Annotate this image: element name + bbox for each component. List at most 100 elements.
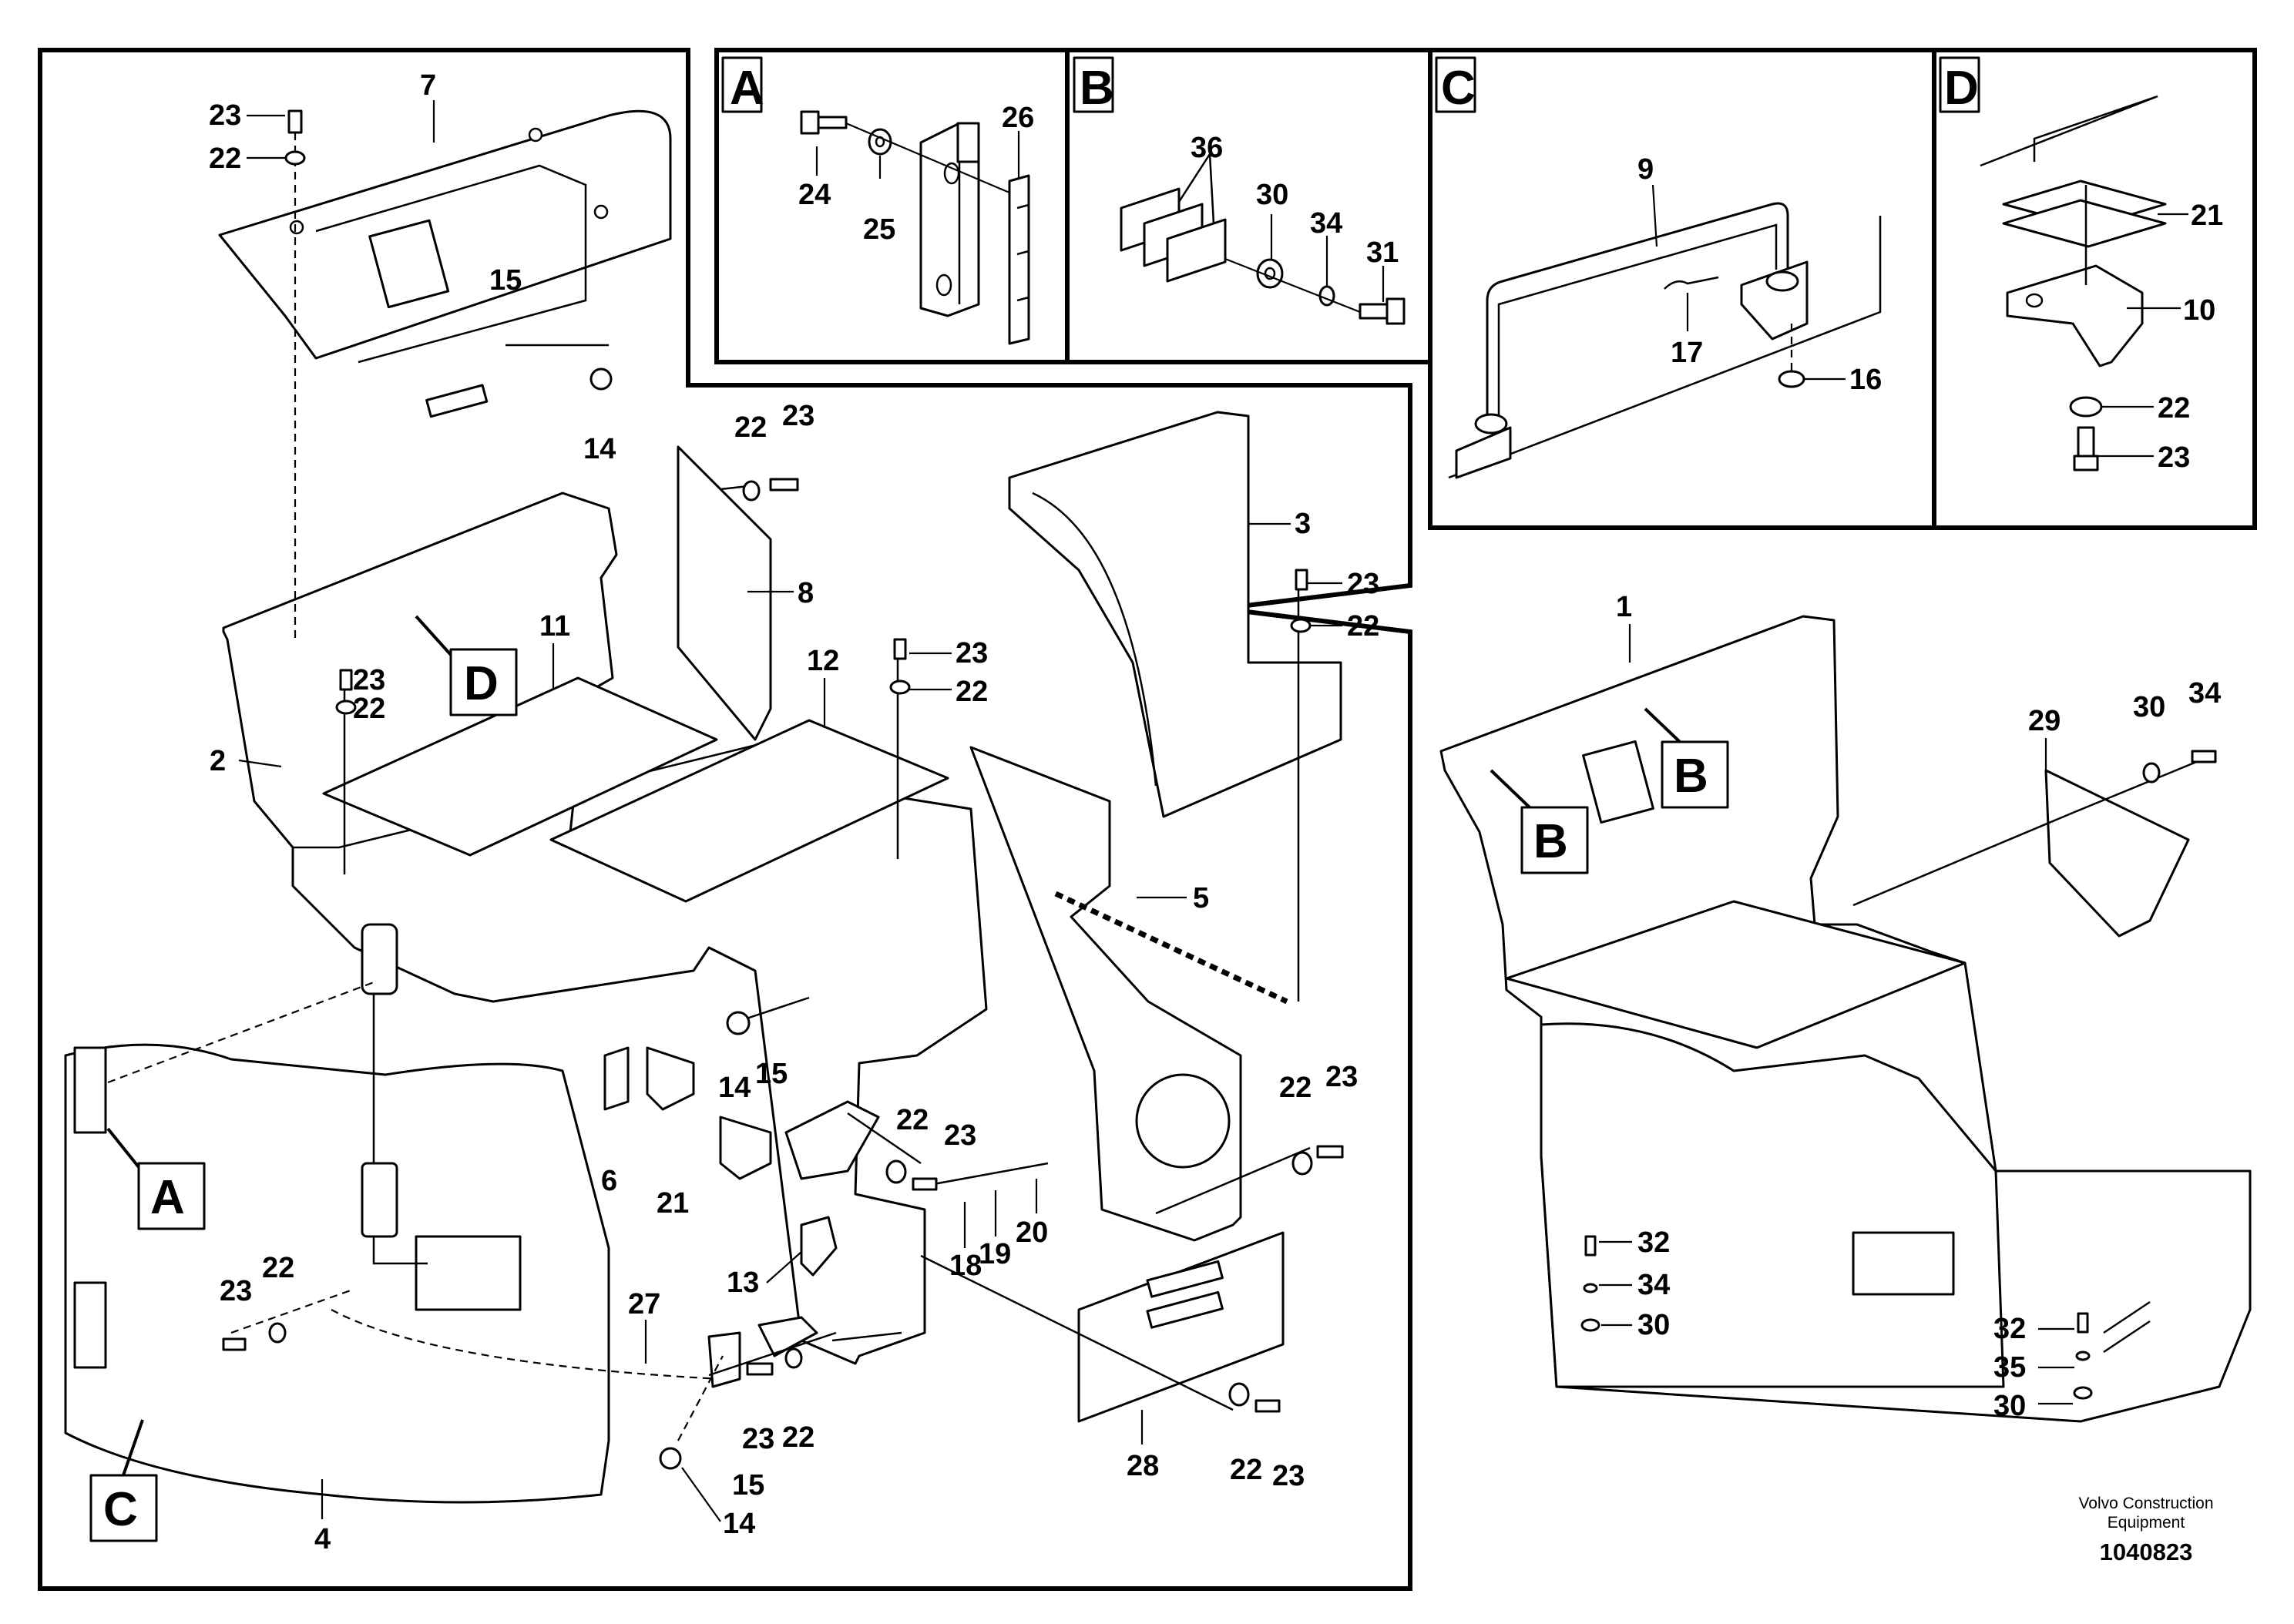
label-22-e: 22	[1347, 610, 1379, 643]
label-18: 18	[949, 1250, 982, 1282]
washer-22-far	[1291, 1151, 1313, 1176]
label-15-a: 15	[489, 264, 522, 297]
bracket-left	[1455, 426, 1512, 479]
main-exploded-view: D A C 23 22 7 15 14 22 23 8 11 12 23 22 …	[64, 69, 1379, 1555]
label-9: 9	[1637, 153, 1654, 186]
footer: Volvo Construction Equipment 1040823	[2078, 1495, 2213, 1565]
washer-30-assembly	[2142, 762, 2161, 783]
hinge-knuckle	[956, 122, 980, 163]
label-7: 7	[420, 69, 436, 102]
label-14-b: 14	[718, 1072, 751, 1104]
label-4: 4	[314, 1523, 331, 1555]
label-22-d: 22	[2158, 392, 2190, 424]
callout-a-box	[137, 1162, 206, 1230]
label-23-a: 23	[209, 99, 241, 132]
label-22-j: 22	[1230, 1454, 1262, 1486]
label-13: 13	[727, 1267, 759, 1299]
leader-2	[238, 759, 282, 768]
label-15-b: 15	[755, 1058, 788, 1090]
label-23-f: 23	[944, 1119, 976, 1152]
strut-top	[361, 923, 398, 995]
label-23-e: 23	[1347, 568, 1379, 600]
hole-7b	[528, 127, 543, 143]
bolt-23-mid2	[912, 1177, 938, 1191]
knob-14-mid	[726, 1011, 751, 1035]
label-34-b: 34	[1310, 207, 1342, 240]
leader-9	[1651, 184, 1658, 247]
label-30-left: 30	[1637, 1309, 1670, 1341]
detail-a-axis	[845, 122, 1010, 194]
detail-a-letter-box	[721, 56, 763, 113]
cover-3	[1008, 411, 1342, 818]
label-27: 27	[628, 1288, 660, 1320]
label-25: 25	[863, 213, 895, 246]
label-34-right: 35	[1993, 1351, 2026, 1384]
leader-36	[1177, 153, 1215, 224]
axis-14-15-mid	[739, 996, 810, 1022]
label-29: 29	[2028, 705, 2061, 737]
bolt-23-mid	[769, 478, 799, 492]
detail-c-view: C 9 17 16	[1435, 56, 1882, 479]
main-axis-lines	[107, 133, 1311, 1441]
hood-hinge-a	[73, 1046, 107, 1134]
label-30-right: 30	[1993, 1390, 2026, 1422]
hole-7a	[289, 220, 304, 235]
label-23-c: 23	[353, 664, 385, 696]
bolt-33	[2191, 750, 2217, 763]
label-32-right: 32	[1993, 1313, 2026, 1345]
detail-a-letter: A	[730, 62, 764, 115]
axis-15-14-lower	[677, 1355, 724, 1441]
washer-22-d	[2069, 396, 2103, 418]
detail-b-letter: B	[1080, 62, 1114, 115]
axis-29	[1852, 811, 2074, 907]
label-22-c: 22	[353, 693, 385, 725]
shim-36-c	[1166, 218, 1227, 283]
washer-22-top	[284, 150, 306, 166]
bracket-10	[2006, 264, 2144, 367]
label-24: 24	[798, 179, 831, 211]
strut-27-clip	[707, 1331, 741, 1388]
strut-27-dashed	[331, 1309, 721, 1381]
assembly-hood	[1540, 1022, 2005, 1388]
label-2: 2	[210, 745, 226, 777]
clip-13	[800, 1216, 838, 1277]
callout-b-2: B	[1533, 815, 1568, 868]
label-22-g: 22	[1279, 1072, 1312, 1104]
hole-7c	[593, 204, 609, 220]
label-15-c: 15	[732, 1469, 764, 1502]
seal-strip	[1054, 891, 1288, 1005]
side-panel-5	[969, 746, 1242, 1242]
label-23-g: 23	[1325, 1061, 1358, 1093]
brand-line-2: Equipment	[2108, 1514, 2185, 1532]
shim-26-slots	[1016, 203, 1029, 302]
label-33: 34	[2188, 677, 2221, 710]
label-1: 1	[1616, 591, 1632, 623]
shim-6	[603, 1046, 630, 1111]
callout-b-pointer-1	[1644, 707, 1681, 743]
bolt-23-d-shank	[2077, 426, 2095, 460]
axis-a	[107, 981, 374, 1084]
bracket-10-hole	[2025, 293, 2044, 308]
leader-13	[766, 1251, 802, 1283]
label-32-left: 32	[1637, 1226, 1670, 1259]
label-23-d2: 23	[956, 637, 988, 669]
detail-b-axis	[1224, 257, 1361, 314]
detail-frame	[714, 48, 2257, 530]
label-5: 5	[1193, 882, 1209, 914]
label-30-a1: 30	[2133, 691, 2165, 723]
label-31: 31	[1366, 237, 1399, 269]
label-30-b: 30	[1256, 179, 1288, 211]
washer-22-bottom	[1228, 1382, 1250, 1407]
axis-5-lower	[831, 1331, 902, 1342]
strut-27-arm	[372, 932, 428, 1265]
assembly-latch	[1852, 1231, 1955, 1296]
bolt-23-hood	[222, 1337, 247, 1351]
label-26: 26	[1002, 102, 1034, 134]
rod-9-inner	[1497, 223, 1778, 420]
bushing-left	[1474, 413, 1508, 435]
hood-hinge-c	[73, 1281, 107, 1369]
main-view-frame	[38, 48, 1412, 1591]
callout-b-1: B	[1674, 750, 1708, 803]
vent-slot-1	[1146, 1260, 1224, 1298]
bracket-near-35	[784, 1100, 880, 1180]
